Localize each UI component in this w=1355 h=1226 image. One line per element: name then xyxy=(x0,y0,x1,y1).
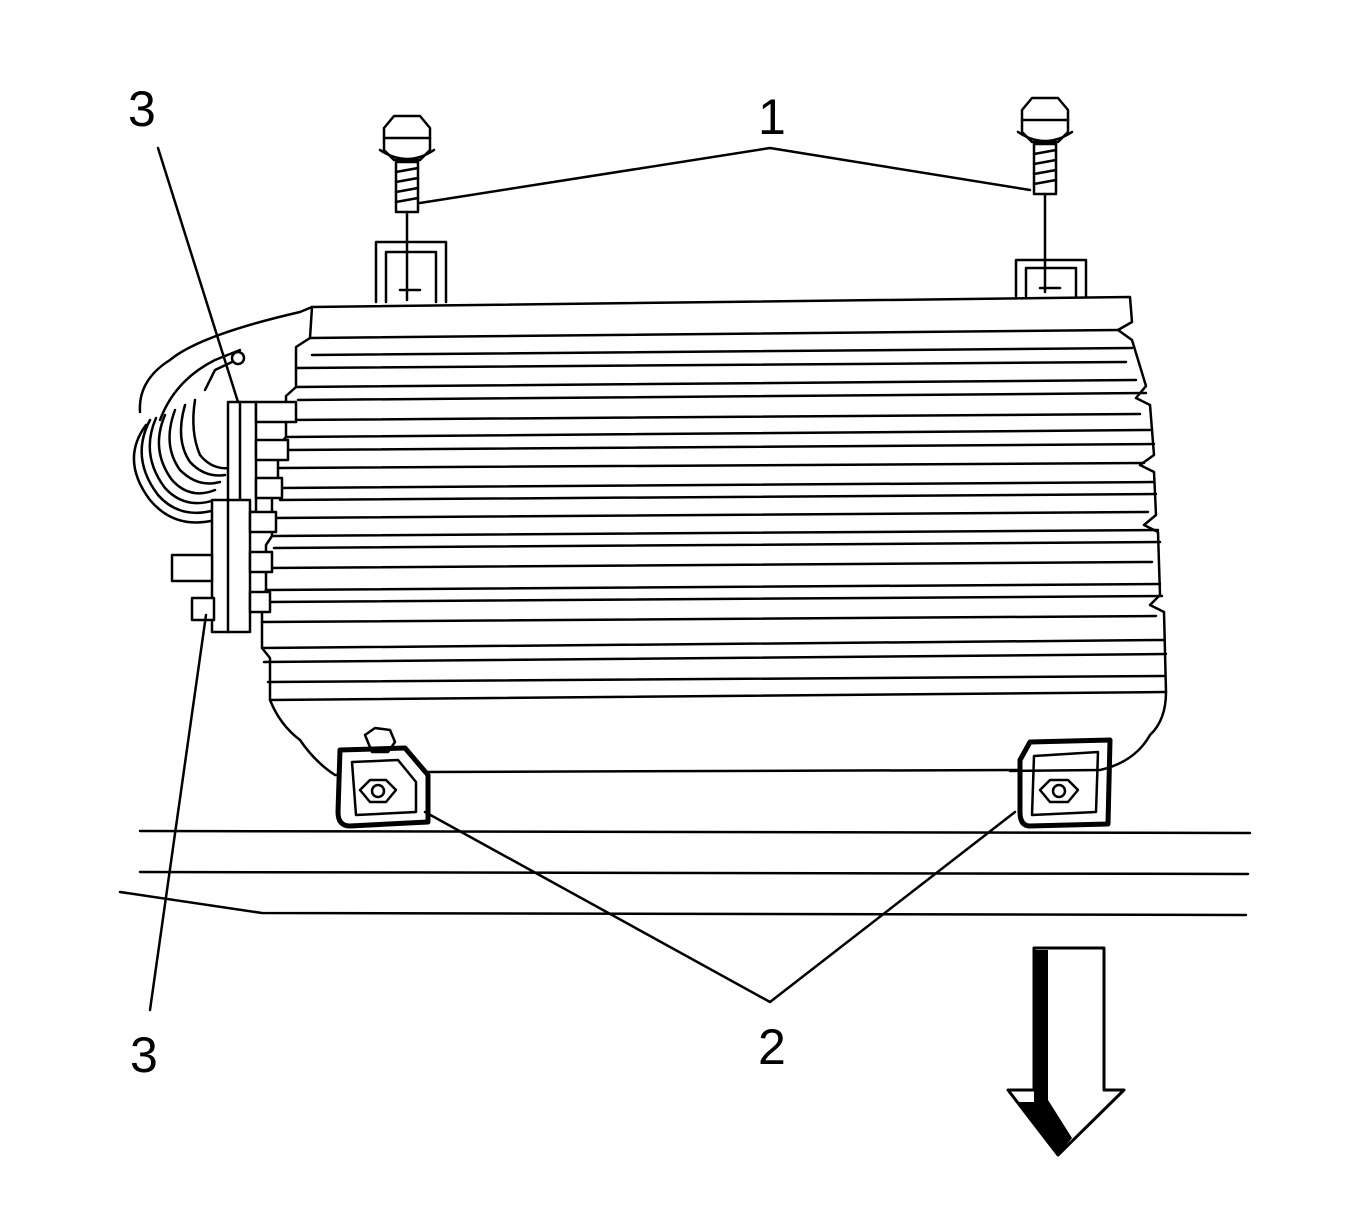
leader-1 xyxy=(420,148,1030,203)
amplifier-housing xyxy=(262,297,1166,775)
bottom-foot-left xyxy=(338,728,428,826)
callout-3-top: 3 xyxy=(128,81,156,137)
connector-lower xyxy=(172,500,276,632)
leader-3-bottom xyxy=(150,615,206,1010)
callout-1: 1 xyxy=(758,89,786,145)
bolt-left xyxy=(380,116,434,300)
top-mounting-tab-right xyxy=(1016,260,1086,296)
connector-upper xyxy=(228,402,296,512)
top-mounting-tab-left xyxy=(376,242,446,302)
leader-3-top xyxy=(158,148,238,402)
leader-2 xyxy=(425,812,1015,1002)
down-arrow-icon xyxy=(1008,948,1124,1155)
leader-lines xyxy=(150,148,1030,1010)
callout-3-bottom: 3 xyxy=(130,1027,158,1083)
callout-2: 2 xyxy=(758,1019,786,1075)
bolt-right xyxy=(1018,98,1072,292)
bottom-foot-right xyxy=(1020,740,1110,826)
mounting-panel xyxy=(120,831,1250,915)
